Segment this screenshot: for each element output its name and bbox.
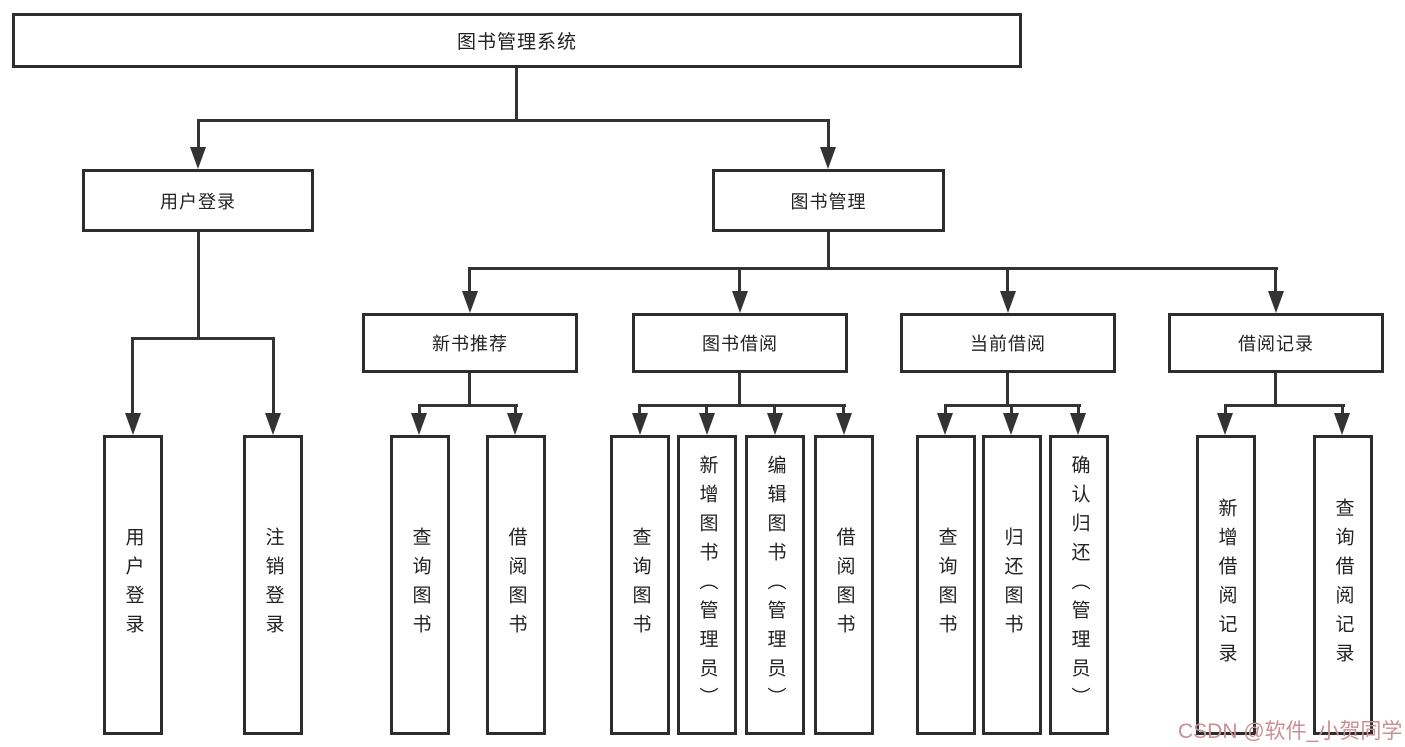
leaf-query-books-1: 查询图书 <box>390 435 450 735</box>
leaf-add-book-admin: 新增图书（管理员） <box>677 435 737 735</box>
leaf-query-books-3-label: 查询图书 <box>935 527 957 643</box>
connector-line <box>515 66 518 121</box>
arrowhead-down-icon <box>836 413 852 435</box>
node-new-book-recommend-label: 新书推荐 <box>432 334 508 354</box>
node-book-borrow-label: 图书借阅 <box>702 334 778 354</box>
connector-line <box>827 119 830 151</box>
leaf-borrow-books-1: 借阅图书 <box>486 435 546 735</box>
leaf-user-login: 用户登录 <box>103 435 163 735</box>
arrowhead-down-icon <box>1003 413 1019 435</box>
connector-line <box>1224 404 1227 416</box>
watermark: CSDN @软件_小贺同学 <box>1178 720 1403 743</box>
connector-line <box>1077 404 1080 416</box>
connector-line <box>131 337 134 417</box>
node-user-login: 用户登录 <box>82 169 314 232</box>
connector-line <box>1006 267 1009 293</box>
connector-line <box>738 267 741 293</box>
leaf-query-books-1-label: 查询图书 <box>409 527 431 643</box>
connector-line <box>842 404 845 416</box>
connector-line <box>944 404 947 416</box>
connector-line <box>468 371 471 407</box>
leaf-user-login-label: 用户登录 <box>122 527 144 643</box>
leaf-add-borrow-record-label: 新增借阅记录 <box>1215 498 1237 672</box>
leaf-borrow-books-2-label: 借阅图书 <box>833 527 855 643</box>
leaf-query-books-3: 查询图书 <box>916 435 976 735</box>
connector-line <box>773 404 776 416</box>
connector-line <box>468 267 1278 270</box>
arrowhead-down-icon <box>820 147 836 169</box>
node-current-borrow-label: 当前借阅 <box>970 334 1046 354</box>
leaf-edit-book-admin: 编辑图书（管理员） <box>745 435 805 735</box>
leaf-query-books-2-label: 查询图书 <box>629 527 651 643</box>
node-book-management: 图书管理 <box>712 169 945 232</box>
arrowhead-down-icon <box>265 413 281 435</box>
connector-line <box>197 230 200 339</box>
connector-line <box>638 404 641 416</box>
connector-line <box>197 119 200 151</box>
node-current-borrow: 当前借阅 <box>900 313 1116 373</box>
leaf-query-books-2: 查询图书 <box>610 435 670 735</box>
leaf-return-book-label: 归还图书 <box>1001 527 1023 643</box>
arrowhead-down-icon <box>1268 291 1284 313</box>
connector-line <box>1274 371 1277 407</box>
leaf-query-borrow-record: 查询借阅记录 <box>1313 435 1373 735</box>
leaf-confirm-return-admin-label: 确认归还（管理员） <box>1068 454 1090 716</box>
connector-line <box>1274 267 1277 293</box>
arrowhead-down-icon <box>632 413 648 435</box>
arrowhead-down-icon <box>411 413 427 435</box>
leaf-query-borrow-record-label: 查询借阅记录 <box>1332 498 1354 672</box>
connector-line <box>1010 404 1013 416</box>
arrowhead-down-icon <box>462 291 478 313</box>
arrowhead-down-icon <box>1070 413 1086 435</box>
arrowhead-down-icon <box>1217 413 1233 435</box>
leaf-add-book-admin-label: 新增图书（管理员） <box>696 454 718 716</box>
leaf-borrow-books-1-label: 借阅图书 <box>505 527 527 643</box>
arrowhead-down-icon <box>190 147 206 169</box>
connector-line <box>418 404 421 416</box>
node-book-management-label: 图书管理 <box>790 191 867 212</box>
connector-line <box>197 119 830 122</box>
arrowhead-down-icon <box>1334 413 1350 435</box>
connector-line <box>1006 371 1009 407</box>
arrowhead-down-icon <box>507 413 523 435</box>
connector-line <box>738 371 741 407</box>
leaf-logout-label: 注销登录 <box>262 527 284 643</box>
connector-line <box>1224 404 1345 407</box>
leaf-confirm-return-admin: 确认归还（管理员） <box>1049 435 1109 735</box>
node-user-login-label: 用户登录 <box>160 191 236 212</box>
leaf-logout: 注销登录 <box>243 435 303 735</box>
node-borrow-records-label: 借阅记录 <box>1238 334 1314 354</box>
arrowhead-down-icon <box>767 413 783 435</box>
connector-line <box>705 404 708 416</box>
connector-line <box>1341 404 1344 416</box>
connector-line <box>131 337 275 340</box>
leaf-add-borrow-record: 新增借阅记录 <box>1196 435 1256 735</box>
arrowhead-down-icon <box>699 413 715 435</box>
leaf-borrow-books-2: 借阅图书 <box>814 435 874 735</box>
connector-line <box>514 404 517 416</box>
arrowhead-down-icon <box>1000 291 1016 313</box>
node-borrow-records: 借阅记录 <box>1168 313 1384 373</box>
leaf-edit-book-admin-label: 编辑图书（管理员） <box>764 454 786 716</box>
node-root-label: 图书管理系统 <box>456 32 577 53</box>
connector-line <box>638 404 846 407</box>
node-new-book-recommend: 新书推荐 <box>362 313 578 373</box>
connector-line <box>418 404 518 407</box>
arrowhead-down-icon <box>732 291 748 313</box>
node-root: 图书管理系统 <box>12 13 1022 68</box>
leaf-return-book: 归还图书 <box>982 435 1042 735</box>
arrowhead-down-icon <box>125 413 141 435</box>
connector-line <box>827 230 830 270</box>
arrowhead-down-icon <box>937 413 953 435</box>
node-book-borrow: 图书借阅 <box>632 313 848 373</box>
connector-line <box>468 267 471 293</box>
connector-line <box>272 337 275 417</box>
